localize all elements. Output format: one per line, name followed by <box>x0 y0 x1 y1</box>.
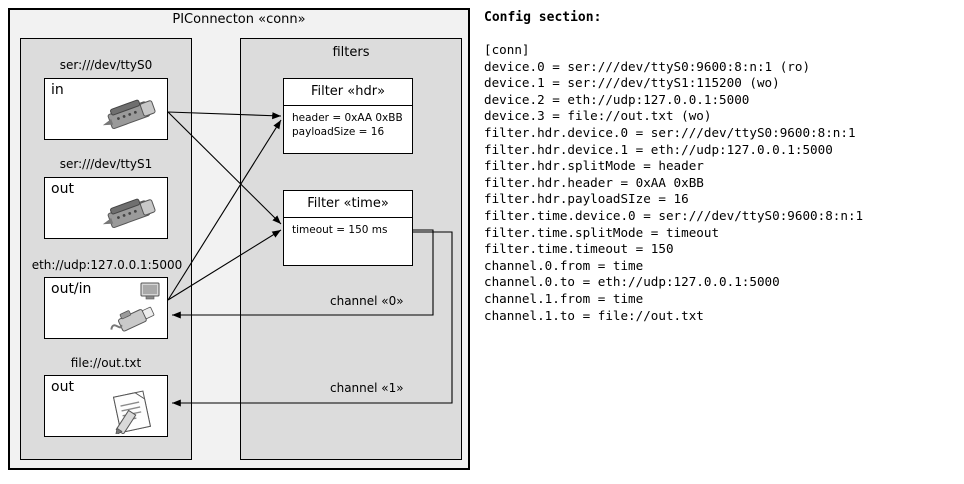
filter-time-line-0: timeout = 150 ms <box>292 224 388 236</box>
filter-hdr-line-1: payloadSize = 16 <box>292 126 385 138</box>
piconnector-title: PIConnecton «conn» <box>172 12 306 27</box>
device-name-eth: out/in <box>51 281 92 297</box>
channel-label-1: channel «1» <box>330 381 404 395</box>
channel-label-0: channel «0» <box>330 294 404 308</box>
device-name-ser0: in <box>51 82 64 98</box>
network-icon <box>140 282 160 300</box>
filter-time-title: Filter «time» <box>307 196 389 211</box>
filter-hdr-title: Filter «hdr» <box>310 84 386 99</box>
device-card-eth: out/in <box>44 277 168 339</box>
config-text: [conn] device.0 = ser:///dev/ttyS0:9600:… <box>484 42 864 323</box>
serial-port-icon <box>102 99 156 130</box>
config-heading: Config section: <box>484 10 602 25</box>
device-card-file: out <box>44 375 168 437</box>
device-card-ser1: out <box>44 177 168 239</box>
text-file-icon <box>112 390 151 434</box>
device-label-ser0: ser:///dev/ttyS0 <box>59 58 153 72</box>
filter-hdr-box: Filter «hdr» header = 0xAA 0xBB payloadS… <box>283 78 413 154</box>
device-card-ser0: in <box>44 78 168 140</box>
serial-port-icon <box>102 198 156 229</box>
device-name-ser1: out <box>51 181 74 197</box>
device-label-file: file://out.txt <box>70 356 142 370</box>
filter-time-box: Filter «time» timeout = 150 ms <box>283 190 413 266</box>
filter-hdr-line-0: header = 0xAA 0xBB <box>292 112 403 124</box>
network-plug-icon <box>110 306 155 332</box>
device-name-file: out <box>51 379 74 395</box>
filters-panel-title: filters <box>332 45 370 60</box>
device-label-ser1: ser:///dev/ttyS1 <box>59 157 153 171</box>
device-label-eth: eth://udp:127.0.0.1:5000 <box>31 258 183 272</box>
